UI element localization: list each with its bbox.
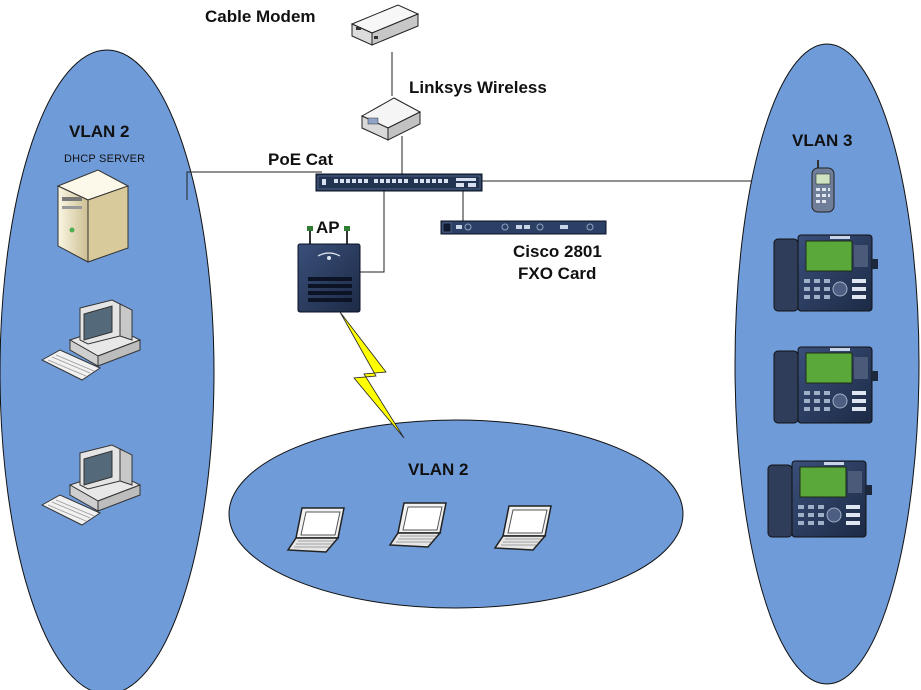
- cable-modem-icon: [350, 4, 420, 46]
- ap-label: AP: [316, 218, 340, 237]
- ip-phone-icon: [767, 460, 873, 538]
- cisco-router-label: Cisco 2801: [513, 242, 602, 261]
- ip-phone-icon: [773, 234, 879, 312]
- wireless-router-icon: [360, 97, 422, 141]
- server-tower-icon: [56, 169, 130, 263]
- wireless-link-icon: [339, 311, 405, 439]
- cable-modem-label: Cable Modem: [205, 7, 316, 26]
- vlan-left-label: VLAN 2: [69, 122, 130, 141]
- linksys-wireless-label: Linksys Wireless: [409, 78, 547, 97]
- fxo-card-label: FXO Card: [518, 264, 597, 283]
- dhcp-server-label: DHCP SERVER: [64, 153, 146, 165]
- ip-phone-icon: [773, 346, 879, 424]
- poe-switch-label: PoE Cat: [268, 150, 334, 169]
- network-links: [186, 52, 752, 273]
- mobile-phone-icon: [811, 160, 835, 213]
- poe-switch-icon: [315, 173, 483, 192]
- vlan-bottom-zone: [228, 419, 684, 609]
- access-point-icon: [297, 226, 361, 313]
- vlan-left-zone: [0, 49, 215, 690]
- cisco-router-icon: [440, 220, 607, 235]
- vlan-bottom-label: VLAN 2: [408, 460, 469, 479]
- vlan-right-label: VLAN 3: [792, 131, 853, 150]
